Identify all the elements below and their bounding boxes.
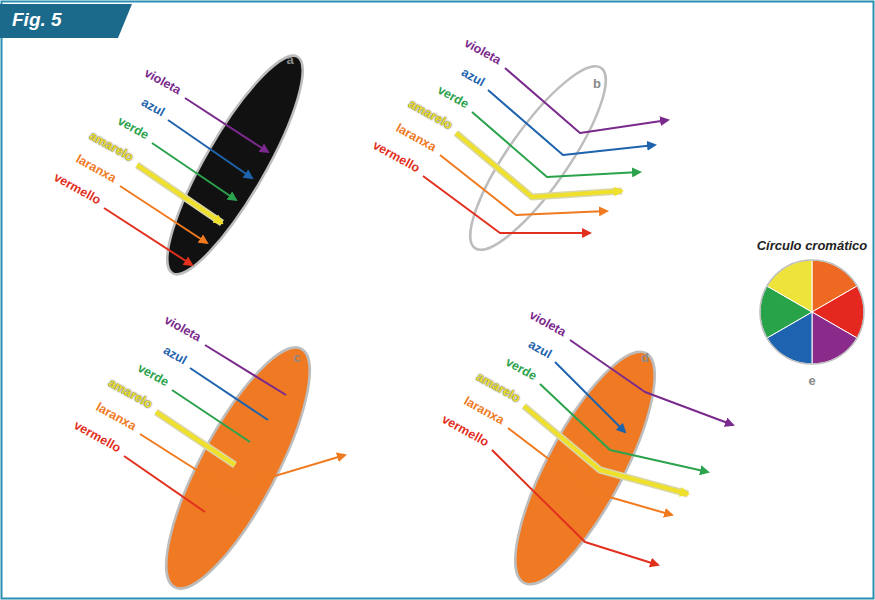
light-ray xyxy=(488,90,655,155)
light-ray xyxy=(172,390,250,442)
color-name: laranxa xyxy=(73,153,118,186)
color-name: amarelo xyxy=(474,371,523,406)
light-ray xyxy=(508,428,672,515)
light-ray xyxy=(152,143,236,200)
wheel-title: Círculo cromático xyxy=(757,239,868,253)
color-name: laranxa xyxy=(93,401,138,434)
light-ray xyxy=(104,208,192,265)
light-ray xyxy=(190,368,268,420)
color-wheel-sector xyxy=(812,312,857,364)
light-ray xyxy=(492,450,658,565)
color-name: violeta xyxy=(142,67,183,98)
ray-glow xyxy=(137,165,222,223)
light-ray xyxy=(124,456,205,512)
color-name: laranxa xyxy=(393,122,438,155)
color-name: verde xyxy=(134,362,170,390)
light-ray xyxy=(555,362,625,432)
color-wheel-sector xyxy=(767,260,812,312)
color-name: violeta xyxy=(162,314,203,345)
figure-tab xyxy=(0,4,132,38)
light-ray xyxy=(168,120,252,178)
color-name: verde xyxy=(114,115,150,143)
black-surface xyxy=(147,42,324,289)
panel-letter: a xyxy=(286,53,293,67)
light-ray xyxy=(524,406,688,494)
ray-glow xyxy=(524,406,688,494)
light-ray xyxy=(140,434,345,490)
color-name: amarelo xyxy=(106,377,155,412)
ray-glow xyxy=(156,412,235,465)
color-name: violeta xyxy=(462,37,503,68)
orange-opaque-surface xyxy=(141,331,335,600)
light-ray xyxy=(205,345,286,395)
color-name: verde xyxy=(434,84,470,112)
color-name: verde xyxy=(502,356,538,384)
color-wheel-rim xyxy=(760,260,864,364)
light-ray xyxy=(540,384,708,472)
color-name: azul xyxy=(525,338,553,362)
panel-letter: d xyxy=(641,351,649,365)
color-name: azul xyxy=(160,344,188,368)
panel-letter: c xyxy=(293,351,300,365)
color-name: azul xyxy=(138,96,166,120)
light-ray xyxy=(120,186,207,243)
color-name: azul xyxy=(458,66,486,90)
light-ray xyxy=(185,98,268,152)
light-ray xyxy=(423,176,590,233)
light-ray xyxy=(570,340,733,425)
color-name: violeta xyxy=(527,309,568,340)
color-name: laranxa xyxy=(461,395,506,428)
light-ray xyxy=(137,165,222,223)
panel-letter: e xyxy=(808,374,815,388)
figure-number: Fig. 5 xyxy=(12,9,62,31)
light-ray xyxy=(505,68,668,133)
orange-surface xyxy=(490,335,679,600)
panel-letter: b xyxy=(593,77,601,91)
light-ray xyxy=(156,412,235,465)
